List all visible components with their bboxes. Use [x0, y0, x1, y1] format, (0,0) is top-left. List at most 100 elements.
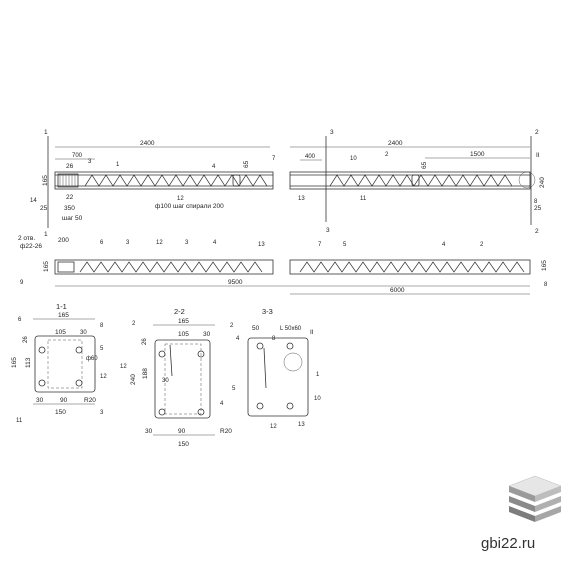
pos-label: 5 [232, 386, 236, 392]
plate-2-2 [154, 339, 211, 419]
step-50-label: шаг 50 [62, 215, 83, 222]
pos-label: 10 [314, 396, 321, 402]
dim-240-s2: 240 [130, 374, 137, 385]
callout-II-s3: II [310, 329, 314, 336]
bolt-hole [286, 342, 294, 350]
dim-30b-s2: 30 [145, 428, 153, 435]
bolt-hole [75, 379, 83, 387]
stacked-slabs-icon [505, 472, 565, 535]
pos-label: 5 [343, 242, 347, 248]
holes-label: 2 отв. [18, 235, 35, 242]
bolt-hole [38, 379, 46, 387]
pos-label: 5 [100, 346, 104, 352]
dim-9500: 9500 [228, 279, 243, 286]
pos-label: 2 [385, 152, 389, 158]
dim-1500: 1500 [470, 151, 485, 158]
pos-label: 8 [100, 323, 104, 329]
pos-label: 12 [270, 424, 277, 430]
section-1-top-label: 1 [44, 129, 48, 136]
dim-165-mid-right: 165 [541, 260, 548, 271]
pos-label: 14 [30, 198, 37, 204]
rod-2-2 [169, 344, 173, 377]
section-1-bottom-label: 1 [44, 231, 48, 238]
lifting-loop-left [232, 174, 241, 187]
dim-150-s2: 150 [178, 441, 189, 448]
dim-165-s1: 165 [58, 312, 69, 319]
pos-label: 12 [156, 240, 163, 246]
pos-label: 4 [212, 164, 216, 170]
spiral-left [84, 174, 268, 187]
radius-s2: R20 [220, 428, 232, 435]
dim-30-s2: 30 [203, 331, 211, 338]
side-beam-right [289, 259, 531, 275]
holes-diameter: ф22-26 [20, 243, 42, 250]
pos-label: 4 [213, 240, 217, 246]
dim-25b: 25 [534, 205, 542, 212]
dim-105-s2: 105 [178, 331, 189, 338]
dim-30-s1: 30 [80, 330, 87, 336]
dim-50-s3: 50 [252, 325, 260, 332]
radius-s1: R20 [84, 397, 96, 404]
bolt-hole [75, 346, 83, 354]
site-watermark: gbi22.ru [481, 535, 536, 552]
dim-2400-left: 2400 [140, 140, 155, 147]
side-spiral-left [79, 261, 263, 273]
pos-label: 7 [272, 156, 276, 162]
pos-label: 13 [258, 242, 265, 248]
pos-label: 13 [298, 196, 305, 202]
section-2-2-title: 2-2 [174, 307, 185, 316]
pos-label: 8 [544, 282, 548, 288]
dim-6000: 6000 [390, 287, 405, 294]
callout-circle-II [518, 171, 536, 189]
dim-2400-right: 2400 [388, 140, 403, 147]
callout-circle-II-s3 [283, 352, 303, 372]
section-3-3: 3-3 50 L 50x60 II 2 4 8 5 1 10 12 13 [230, 307, 321, 430]
section-3-bottom-label: 3 [326, 227, 330, 234]
bolt-hole [158, 408, 166, 416]
lifting-loop-right [411, 174, 420, 187]
side-beam-left [54, 259, 274, 275]
dim-240: 240 [539, 177, 546, 188]
bolt-hole [197, 408, 205, 416]
pos-label: 11 [16, 418, 23, 424]
section-3-3-title: 3-3 [262, 307, 273, 316]
bolt-hole [38, 346, 46, 354]
pos-label: 2 [230, 323, 234, 329]
pos-label: 3 [88, 159, 92, 165]
spiral-label: ф100 шаг спирали 200 [155, 203, 224, 210]
dim-165v-s1: 165 [11, 357, 18, 368]
section-2-top-label: 2 [535, 129, 539, 136]
hidden-outline [164, 343, 202, 415]
pos-label: 9 [20, 280, 24, 286]
pos-label: 10 [350, 156, 357, 162]
dim-30c-s2: 30 [162, 378, 169, 384]
pos-label: 2 [132, 321, 136, 327]
beam-right-outline [289, 171, 531, 190]
dim-30b-s1: 30 [36, 397, 44, 404]
dim-90-s2: 90 [178, 428, 186, 435]
end-plate-left [57, 173, 79, 188]
pos-label: 3 [185, 240, 189, 246]
pos-label: 4 [220, 401, 224, 407]
bolt-hole [286, 402, 294, 410]
bolt-hole [256, 342, 264, 350]
dim-26: 26 [66, 163, 74, 170]
spiral-right [329, 174, 513, 187]
angle-label: L 50x60 [280, 326, 302, 332]
pos-label: 8 [272, 336, 276, 342]
plate-1-1 [34, 335, 96, 393]
dim-90-s1: 90 [60, 397, 68, 404]
pos-label: 1 [316, 372, 320, 378]
section-1-1-title: 1-1 [56, 302, 67, 311]
pos-label: 3 [100, 410, 104, 416]
section-1-1: 1-1 165 105 30 26 113 165 ф60 30 90 150 … [11, 302, 107, 424]
pos-label: 13 [298, 422, 305, 428]
dim-165-s2: 165 [178, 318, 189, 325]
pos-label: 1 [116, 162, 120, 168]
pos-label: 6 [18, 317, 22, 323]
side-spiral-right [299, 261, 525, 273]
dim-113-s1: 113 [25, 357, 32, 368]
pos-label: 11 [360, 196, 367, 202]
pos-label: 4 [236, 336, 240, 342]
dim-700: 700 [72, 153, 83, 159]
